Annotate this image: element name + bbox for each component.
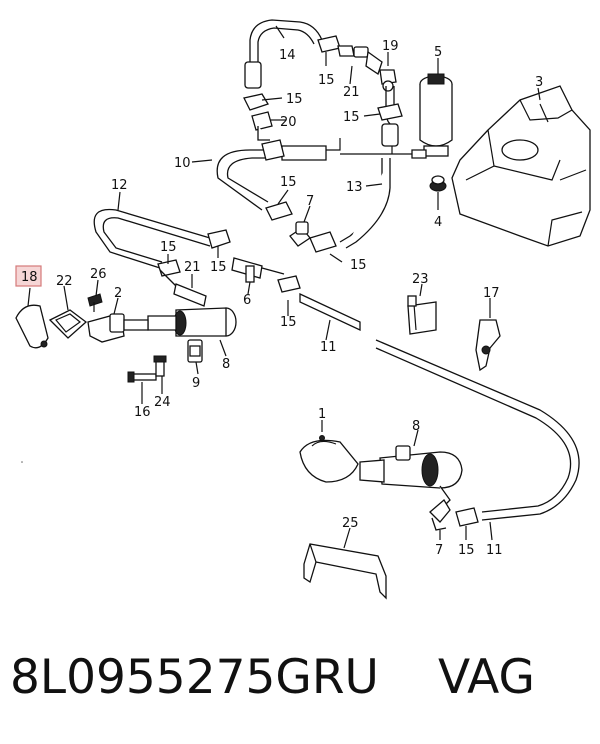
label-15: 15 (210, 260, 227, 275)
hose-10 (216, 138, 412, 211)
bracket-25 (303, 543, 387, 600)
part-labels: 14 15 19 5 3 21 15 20 15 10 13 4 12 15 7… (15, 39, 543, 558)
speck (21, 461, 23, 463)
label-15: 15 (343, 110, 360, 125)
label-8: 8 (412, 419, 420, 434)
label-14: 14 (279, 48, 296, 63)
leader-lines (27, 25, 541, 549)
label-11: 11 (486, 543, 503, 558)
reservoir-3 (451, 85, 591, 247)
label-20: 20 (280, 115, 297, 130)
label-5: 5 (434, 45, 442, 60)
pump-8-lower (359, 445, 463, 509)
grommet-4 (429, 175, 447, 192)
footer: 8L0955275GRU VAG (10, 650, 590, 730)
label-18-highlight (15, 265, 42, 287)
label-21: 21 (343, 85, 360, 100)
clip-15-right (377, 103, 403, 147)
label-6: 6 (243, 293, 251, 308)
label-23: 23 (412, 272, 429, 287)
washer-system-diagram: 14 15 19 5 3 21 15 20 15 10 13 4 12 15 7… (15, 19, 591, 600)
label-15: 15 (318, 73, 335, 88)
hose-13 (339, 158, 391, 249)
pump-8-left (147, 307, 237, 337)
label-17: 17 (483, 286, 500, 301)
label-8: 8 (222, 357, 230, 372)
label-21: 21 (184, 260, 201, 275)
label-15: 15 (286, 92, 303, 107)
label-22: 22 (56, 274, 73, 289)
label-3: 3 (535, 75, 543, 90)
brand-name: VAG (438, 650, 535, 705)
pump-5 (411, 73, 453, 159)
hose-14 (244, 19, 323, 89)
bracket-23 (407, 295, 437, 335)
nozzle-2 (87, 313, 149, 343)
clip-15-top (317, 35, 369, 58)
label-12: 12 (111, 178, 128, 193)
label-10: 10 (174, 156, 191, 171)
clip-15-mid (157, 201, 337, 293)
valve-7-top (289, 221, 311, 247)
label-11: 11 (320, 340, 337, 355)
label-24: 24 (154, 395, 171, 410)
cap-1 (299, 435, 359, 483)
label-15: 15 (280, 175, 297, 190)
label-7: 7 (435, 543, 443, 558)
hose-12 (93, 208, 211, 269)
label-25: 25 (342, 516, 359, 531)
clip-17 (475, 319, 501, 372)
cap-18 (15, 304, 49, 349)
label-15: 15 (160, 240, 177, 255)
connector-21-left (159, 269, 207, 307)
hose-11 (299, 292, 580, 521)
label-15: 15 (280, 315, 297, 330)
label-16: 16 (134, 405, 151, 420)
bracket-9 (187, 339, 203, 363)
label-19: 19 (382, 39, 399, 54)
valve-7-lower (429, 499, 451, 531)
label-15: 15 (458, 543, 475, 558)
label-4: 4 (434, 215, 442, 230)
label-2: 2 (114, 286, 122, 301)
label-26: 26 (90, 267, 107, 282)
clip-15-lower (455, 507, 479, 527)
stud-24 (153, 355, 167, 377)
label-18: 18 (21, 270, 38, 285)
label-7: 7 (306, 194, 314, 209)
gasket-22 (48, 309, 88, 339)
connector-6 (231, 257, 285, 283)
label-1: 1 (318, 407, 326, 422)
screw-26 (87, 293, 103, 312)
part-number: 8L0955275GRU (10, 650, 379, 705)
label-9: 9 (192, 376, 200, 391)
screw-16 (127, 371, 157, 383)
clip-15-left (243, 93, 273, 141)
connector-19 (365, 50, 397, 92)
label-15: 15 (350, 258, 367, 273)
label-13: 13 (346, 180, 363, 195)
